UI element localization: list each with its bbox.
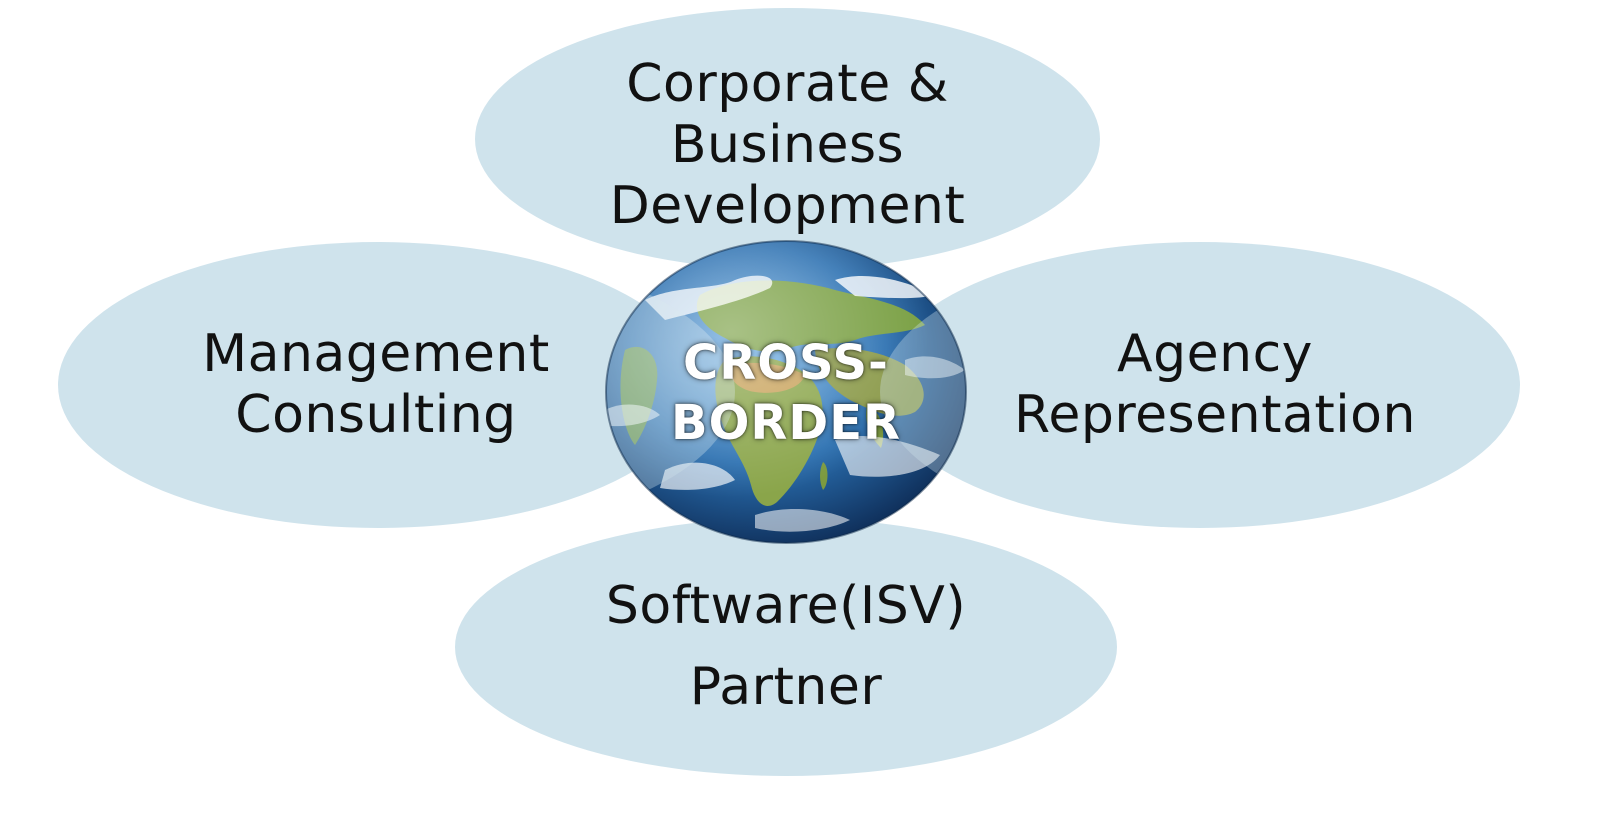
node-label: Management Consulting xyxy=(202,324,554,446)
globe-graphic xyxy=(605,240,967,544)
node-label-line: Business xyxy=(670,114,905,175)
node-label-line: Management xyxy=(202,324,550,384)
node-agency-representation: Agency Representation xyxy=(880,242,1520,528)
node-label-line: Consulting xyxy=(235,385,517,445)
center-label: CROSS- BORDER xyxy=(605,240,967,545)
node-management-consulting: Management Consulting xyxy=(58,242,698,528)
node-label-line: Partner xyxy=(689,657,883,717)
node-label: Agency Representation xyxy=(984,324,1416,446)
node-label-line: Representation xyxy=(1014,385,1416,445)
center-label-line: CROSS- xyxy=(683,334,889,391)
node-label-line: Software(ISV) xyxy=(605,576,967,636)
node-corporate-business-development: Corporate & Business Development xyxy=(475,8,1100,270)
node-label-line: Agency xyxy=(1117,324,1313,384)
node-label-line: Development xyxy=(609,175,966,236)
node-label: Software(ISV) Partner xyxy=(606,566,966,728)
node-software-isv-partner: Software(ISV) Partner xyxy=(455,518,1117,776)
node-label: Corporate & Business Development xyxy=(610,42,966,237)
center-label-line: BORDER xyxy=(671,394,901,451)
node-label-line: Corporate & xyxy=(626,53,949,114)
globe-icon: CROSS- BORDER xyxy=(605,240,967,545)
